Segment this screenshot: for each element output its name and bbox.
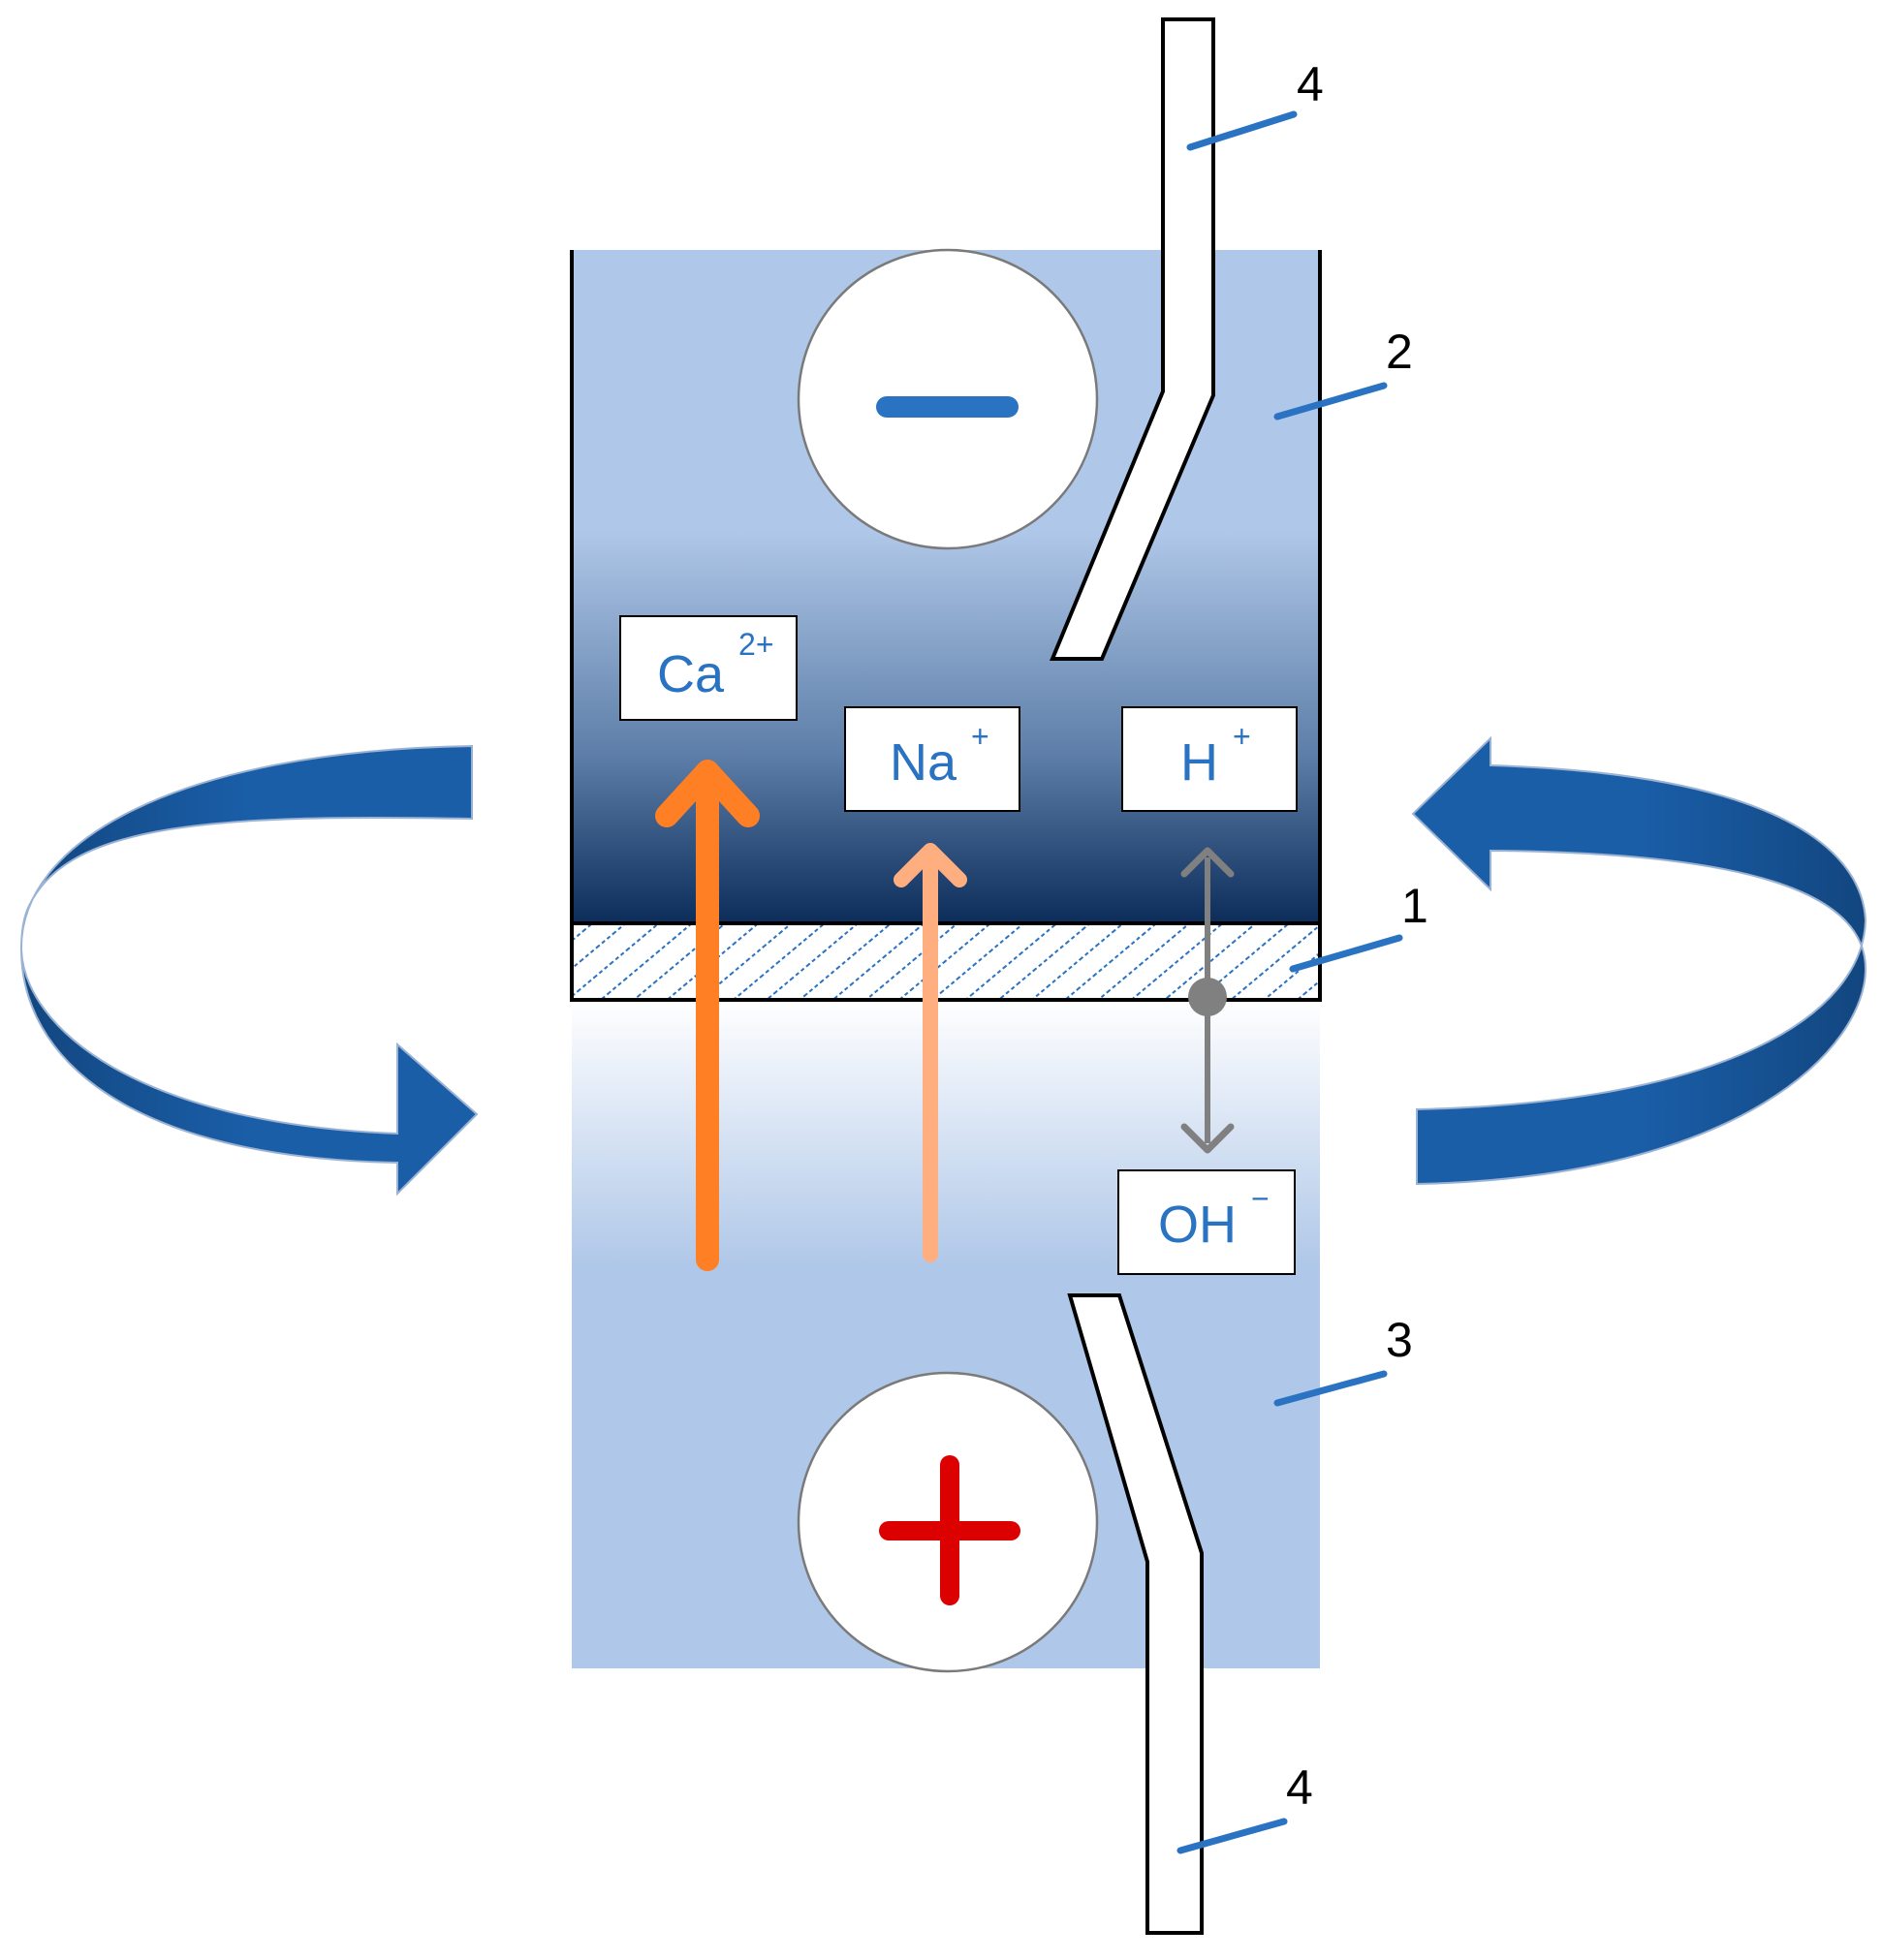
callout-leaders — [1176, 110, 1403, 1854]
leader-4-top — [1186, 110, 1298, 151]
ion-box-ca: Ca 2+ — [619, 615, 798, 721]
ion-na-symbol: Na — [890, 733, 957, 792]
circulation-arrow-left — [19, 744, 479, 1197]
leader-3 — [1273, 1370, 1388, 1407]
callout-cathode-chamber: 2 — [1386, 325, 1413, 379]
plus-icon — [879, 1455, 1020, 1605]
svg-text:Ca 2+: Ca 2+ — [657, 627, 774, 703]
callout-anode-chamber: 3 — [1386, 1313, 1413, 1367]
svg-text:OH −: OH − — [1158, 1181, 1270, 1254]
leader-4-bottom — [1176, 1818, 1288, 1854]
ion-na-charge: + — [971, 719, 989, 754]
ion-ca-charge: 2+ — [738, 627, 773, 662]
ion-oh-charge: − — [1251, 1181, 1270, 1216]
electrode-lead-top — [1050, 17, 1215, 661]
ion-h-charge: + — [1233, 719, 1251, 754]
ion-box-h: H + — [1121, 706, 1298, 812]
leader-2 — [1273, 382, 1388, 420]
circulation-arrow-right — [1411, 735, 1867, 1186]
svg-text:Na +: Na + — [890, 719, 989, 792]
electrode-lead-bottom — [1067, 1293, 1204, 1935]
svg-text:H +: H + — [1180, 719, 1251, 792]
ion-ca-symbol: Ca — [657, 645, 725, 703]
callout-membrane: 1 — [1401, 879, 1428, 933]
na-migration-arrow — [894, 843, 967, 1262]
ion-h-symbol: H — [1180, 733, 1218, 792]
chamber-walls — [570, 250, 1322, 1000]
ion-box-oh: OH − — [1117, 1169, 1296, 1275]
ca-migration-arrow — [655, 760, 760, 1271]
ion-box-na: Na + — [844, 706, 1020, 812]
ion-oh-symbol: OH — [1158, 1196, 1237, 1254]
leader-1 — [1289, 934, 1403, 973]
callout-electrode-bottom: 4 — [1286, 1760, 1313, 1815]
callout-electrode-top: 4 — [1297, 57, 1324, 111]
water-splitting-arrow — [1180, 847, 1235, 1154]
